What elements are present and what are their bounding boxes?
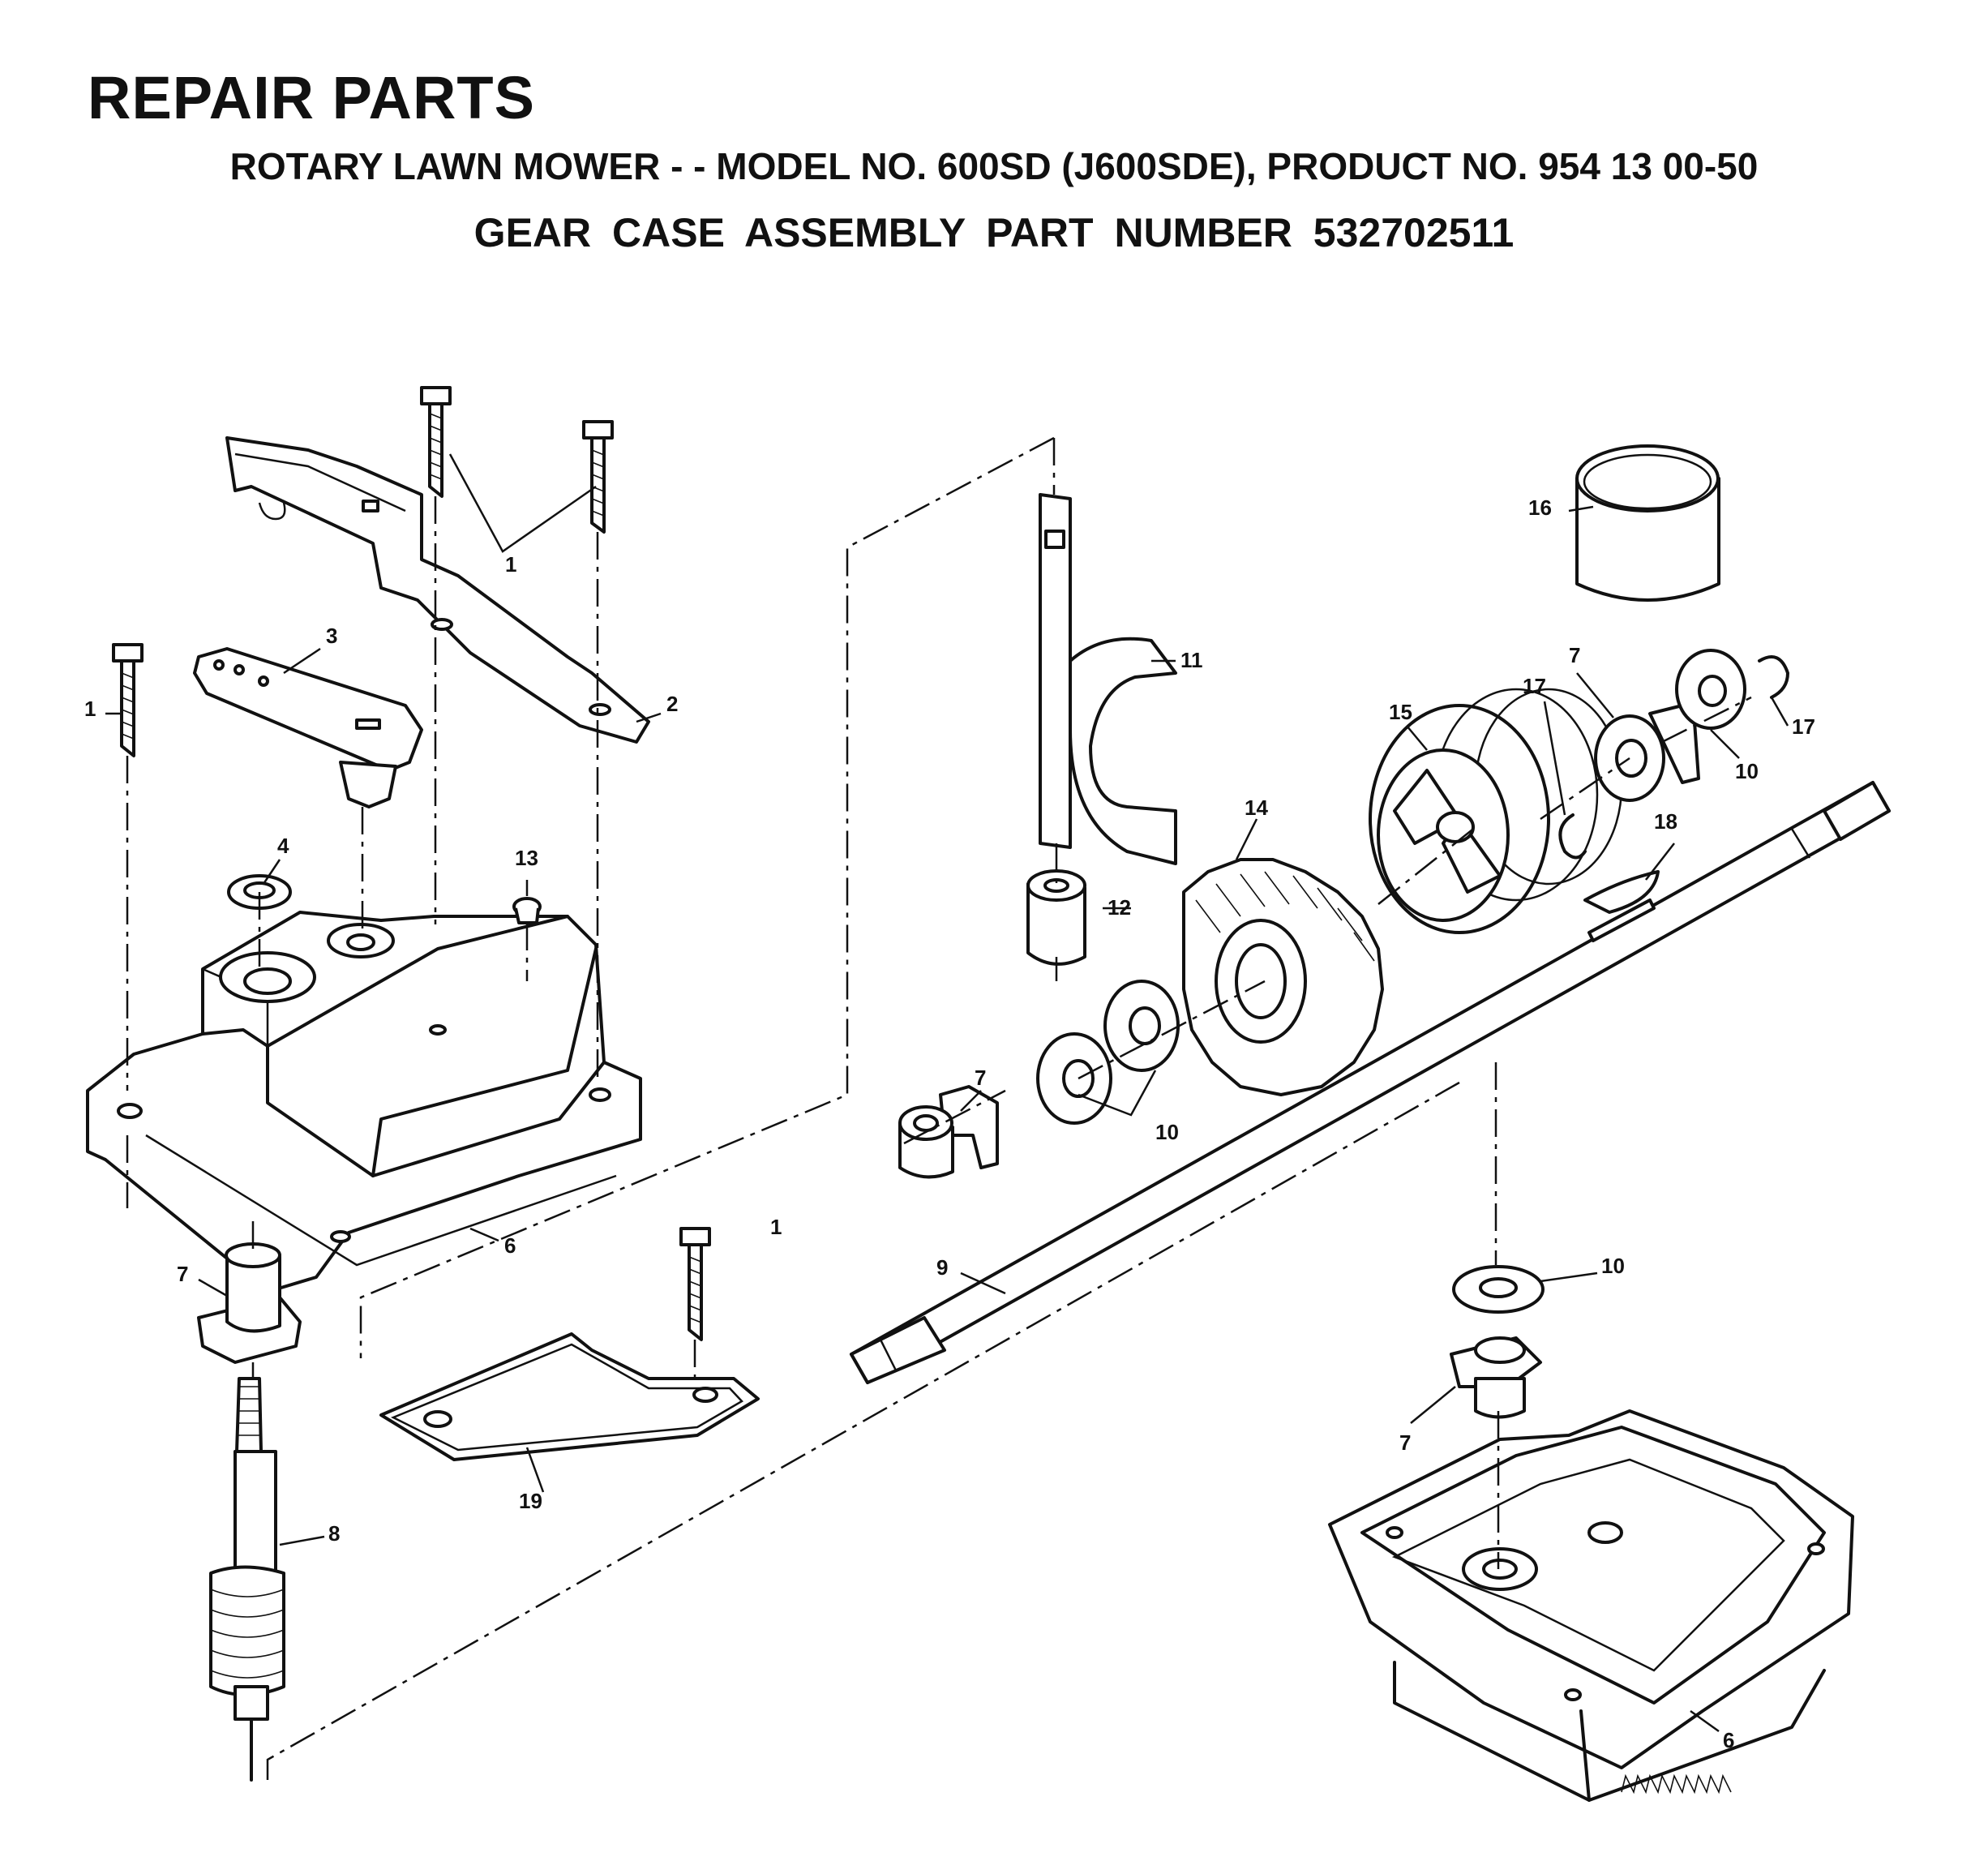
bushing-center <box>898 1085 999 1179</box>
assembly-guide-lines <box>126 436 1752 1780</box>
thrust-washers <box>1036 980 1180 1125</box>
sleeve <box>1575 444 1720 602</box>
callout-13: 13 <box>515 846 538 870</box>
callout-15: 15 <box>1389 700 1412 724</box>
callout-16: 16 <box>1528 495 1552 520</box>
lower-gear-case <box>1328 1409 1854 1802</box>
callout-10-lower: 10 <box>1601 1254 1625 1278</box>
callout-7-center: 7 <box>975 1066 986 1090</box>
callout-4: 4 <box>277 834 289 858</box>
bushing-right-set <box>1558 649 1789 860</box>
callout-17-right: 17 <box>1792 714 1815 739</box>
callout-10-right: 10 <box>1735 759 1759 783</box>
callout-7-lower: 7 <box>1399 1430 1411 1455</box>
callout-12: 12 <box>1108 895 1131 920</box>
drive-shaft <box>850 781 1891 1384</box>
callout-11: 11 <box>1180 648 1203 672</box>
callout-6-upper: 6 <box>504 1233 516 1258</box>
callout-1-gasket: 1 <box>770 1215 782 1239</box>
leader-lines <box>105 453 1789 1733</box>
bushing-left <box>197 1242 302 1364</box>
woodruff-key <box>1583 870 1660 914</box>
plug <box>512 897 542 924</box>
cover-plate <box>225 436 650 744</box>
callout-1-left: 1 <box>84 697 96 721</box>
callout-6-lower: 6 <box>1723 1728 1734 1752</box>
shift-fork <box>1039 493 1177 865</box>
callout-8: 8 <box>328 1521 340 1546</box>
callout-7-left: 7 <box>177 1262 188 1286</box>
callout-1-top: 1 <box>505 552 516 577</box>
worm-shaft <box>209 1377 285 1782</box>
clutch-pulley <box>1369 688 1623 934</box>
assembly-part-number: GEAR CASE ASSEMBLY PART NUMBER 532702511 <box>473 210 1515 255</box>
model-subtitle: ROTARY LAWN MOWER - - MODEL NO. 600SD (J… <box>229 145 1759 187</box>
callout-19: 19 <box>519 1489 542 1513</box>
callout-17-left: 17 <box>1523 674 1546 698</box>
shift-arm <box>193 647 423 808</box>
callout-18: 18 <box>1654 809 1677 834</box>
upper-gear-case <box>86 911 642 1291</box>
screw-set <box>112 386 711 1341</box>
callout-2: 2 <box>666 692 678 716</box>
callout-10-center: 10 <box>1155 1120 1179 1144</box>
page-title: REPAIR PARTS <box>88 64 535 131</box>
callout-9: 9 <box>936 1255 948 1280</box>
callout-3: 3 <box>326 624 337 648</box>
spacer <box>1026 869 1086 966</box>
callout-7-right: 7 <box>1569 643 1580 667</box>
callout-numbers: 1 1 1 2 3 4 6 6 7 7 7 7 8 9 10 10 10 11 … <box>84 495 1815 1752</box>
gasket <box>379 1332 760 1461</box>
lower-bushing-set <box>1450 1265 1545 1419</box>
helical-gear <box>1182 858 1384 1096</box>
callout-14: 14 <box>1245 795 1268 820</box>
